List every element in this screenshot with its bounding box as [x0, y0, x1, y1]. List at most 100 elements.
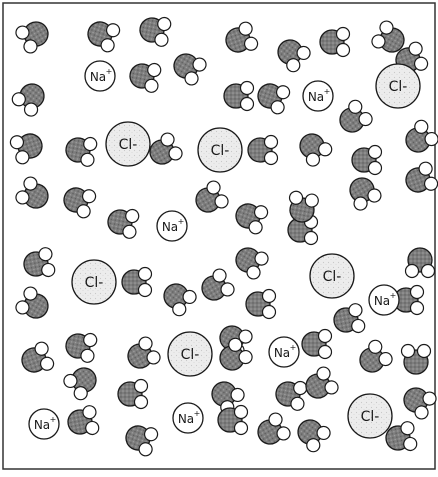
sodium-ion-charge: + — [290, 343, 297, 352]
sodium-ion-label: Na — [90, 70, 106, 84]
chloride-ion: Cl- — [106, 122, 150, 166]
sodium-ion-label: Na — [162, 220, 178, 234]
chloride-ion: Cl- — [310, 254, 354, 298]
hydrogen-atom — [135, 396, 148, 409]
water-molecule — [122, 420, 160, 457]
water-molecule — [224, 82, 254, 111]
hydrogen-atom — [402, 345, 415, 358]
hydrogen-atom — [411, 286, 424, 299]
sodium-ion: Na+ — [269, 337, 299, 367]
chloride-ion-label: Cl- — [361, 409, 380, 425]
water-molecule — [196, 267, 236, 307]
water-molecule — [61, 361, 102, 402]
hydrogen-atom — [418, 345, 431, 358]
sodium-ion: Na+ — [369, 285, 399, 315]
water-molecule — [252, 411, 292, 451]
water-molecule — [128, 60, 162, 94]
sodium-ion-charge: + — [390, 291, 397, 300]
sodium-ion: Na+ — [303, 81, 333, 111]
water-molecule — [190, 179, 230, 219]
water-molecule — [402, 345, 431, 375]
hydrogen-atom — [263, 290, 276, 303]
hydrogen-atom — [411, 302, 424, 315]
water-molecule — [274, 378, 308, 412]
water-molecule — [118, 380, 148, 409]
water-molecule — [293, 127, 334, 168]
water-molecule — [14, 15, 54, 55]
water-molecule — [14, 175, 54, 215]
water-molecule — [168, 47, 208, 87]
water-molecule — [302, 330, 332, 359]
chloride-ion: Cl- — [168, 332, 212, 376]
water-molecule — [138, 14, 172, 48]
water-molecule — [248, 136, 278, 165]
chloride-ion: Cl- — [348, 394, 392, 438]
water-molecule — [144, 131, 184, 171]
chloride-ion: Cl- — [376, 64, 420, 108]
hydrogen-atom — [337, 44, 350, 57]
hydrogen-atom — [422, 265, 435, 278]
sodium-ion-charge: + — [324, 87, 331, 96]
water-molecule — [157, 277, 198, 318]
water-molecule — [402, 160, 438, 197]
water-molecule — [9, 128, 47, 165]
water-molecule — [18, 340, 56, 377]
water-molecule — [352, 146, 382, 175]
water-molecule — [14, 285, 54, 325]
water-molecule — [291, 413, 332, 454]
water-molecule — [10, 77, 51, 118]
hydrogen-atom — [319, 330, 332, 343]
hydrogen-atom — [263, 306, 276, 319]
water-molecule — [353, 338, 394, 379]
hydrogen-atom — [305, 232, 318, 245]
hydrogen-atom — [235, 406, 248, 419]
sodium-ion-charge: + — [50, 415, 57, 424]
sodium-ion-charge: + — [106, 67, 113, 76]
water-molecule — [332, 303, 366, 337]
water-molecule — [343, 172, 383, 212]
hydrogen-atom — [369, 162, 382, 175]
sodium-ion-label: Na — [34, 418, 50, 432]
hydrogen-atom — [139, 284, 152, 297]
sodium-ion: Na+ — [29, 409, 59, 439]
water-molecule — [60, 182, 98, 219]
water-molecule — [398, 381, 438, 421]
water-molecule — [106, 206, 140, 240]
water-molecule — [232, 198, 270, 235]
chloride-ion-label: Cl- — [181, 347, 200, 363]
water-molecule — [22, 247, 56, 281]
water-molecule — [122, 268, 152, 297]
sodium-ion: Na+ — [85, 61, 115, 91]
hydrogen-atom — [139, 268, 152, 281]
chloride-ion-label: Cl- — [323, 269, 342, 285]
sodium-ion-charge: + — [194, 409, 201, 418]
chloride-ion-label: Cl- — [85, 275, 104, 291]
sodium-ion-label: Na — [274, 346, 290, 360]
water-molecule — [84, 16, 122, 53]
sodium-ion: Na+ — [173, 403, 203, 433]
chloride-ion-label: Cl- — [211, 143, 230, 159]
water-molecule — [122, 335, 162, 375]
hydrogen-atom — [369, 146, 382, 159]
sodium-ion-label: Na — [178, 412, 194, 426]
water-molecule — [222, 20, 260, 57]
water-molecule — [300, 365, 340, 405]
hydrogen-atom — [235, 422, 248, 435]
chloride-ion-label: Cl- — [389, 79, 408, 95]
sodium-ion-label: Na — [374, 294, 390, 308]
water-molecule — [254, 78, 292, 115]
sodium-ion-charge: + — [178, 217, 185, 226]
water-molecule — [64, 330, 98, 364]
hydrogen-atom — [265, 136, 278, 149]
water-molecule — [64, 134, 98, 168]
water-molecule — [271, 33, 312, 74]
hydrogen-atom — [337, 28, 350, 41]
water-molecule — [246, 290, 276, 319]
chloride-ion: Cl- — [72, 260, 116, 304]
sodium-ion-label: Na — [308, 90, 324, 104]
water-molecule — [399, 118, 438, 159]
hydrogen-atom — [241, 82, 254, 95]
water-molecule — [406, 248, 435, 278]
